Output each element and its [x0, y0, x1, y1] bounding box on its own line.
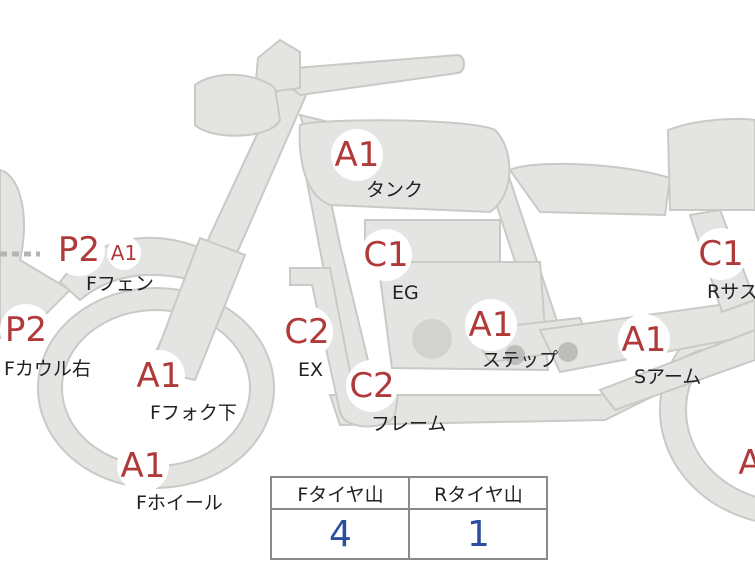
- grade-step: A1: [465, 299, 517, 351]
- grade-f-cowl-right: P2: [0, 304, 52, 356]
- grade-frame: C2: [346, 360, 398, 412]
- label-tank: タンク: [366, 179, 424, 201]
- seat-rear: [666, 118, 755, 211]
- seat: [508, 162, 672, 217]
- step-circle-2: [558, 342, 578, 362]
- grade-f-fender-main: P2: [53, 224, 105, 276]
- engine-circle: [412, 319, 452, 359]
- front-cowl: [0, 168, 72, 340]
- label-engine: EG: [392, 282, 419, 304]
- grade-r-suspension: C1: [695, 228, 747, 280]
- tire-tread-table: Fタイヤ山 Rタイヤ山 4 1: [270, 476, 548, 560]
- label-frame: フレーム: [371, 413, 447, 435]
- rear-tread-value: 1: [467, 513, 490, 555]
- front-tread-header: Fタイヤ山: [272, 478, 409, 510]
- headlight: [194, 73, 282, 137]
- label-f-fork-lower: Fフォク下: [150, 402, 237, 424]
- label-f-cowl-right: Fカウル右: [4, 358, 91, 380]
- front-tread-value: 4: [329, 513, 352, 555]
- grade-f-fender-sub: A1: [107, 236, 141, 270]
- handlebar: [267, 53, 465, 97]
- grade-engine: C1: [360, 229, 412, 281]
- step-circle-1: [505, 345, 525, 365]
- table-divider: [408, 478, 410, 558]
- rear-tread-header: Rタイヤ山: [410, 478, 547, 510]
- label-exhaust: EX: [298, 359, 324, 381]
- label-f-wheel: Fホイール: [136, 492, 223, 514]
- front-wheel: [36, 287, 276, 489]
- grade-tank: A1: [331, 129, 383, 181]
- grade-f-fork-lower: A1: [133, 350, 185, 402]
- grade-r-wheel: A: [724, 437, 755, 489]
- grade-swing-arm: A1: [618, 314, 670, 366]
- grade-exhaust: C2: [281, 306, 333, 358]
- label-step: ステップ: [482, 349, 559, 371]
- label-r-suspension: Rサス: [707, 281, 755, 303]
- swing-arm-lower: [598, 328, 755, 412]
- label-swing-arm: Sアーム: [634, 366, 702, 388]
- label-f-fender: Fフェン: [86, 273, 154, 295]
- grade-f-wheel: A1: [117, 440, 169, 492]
